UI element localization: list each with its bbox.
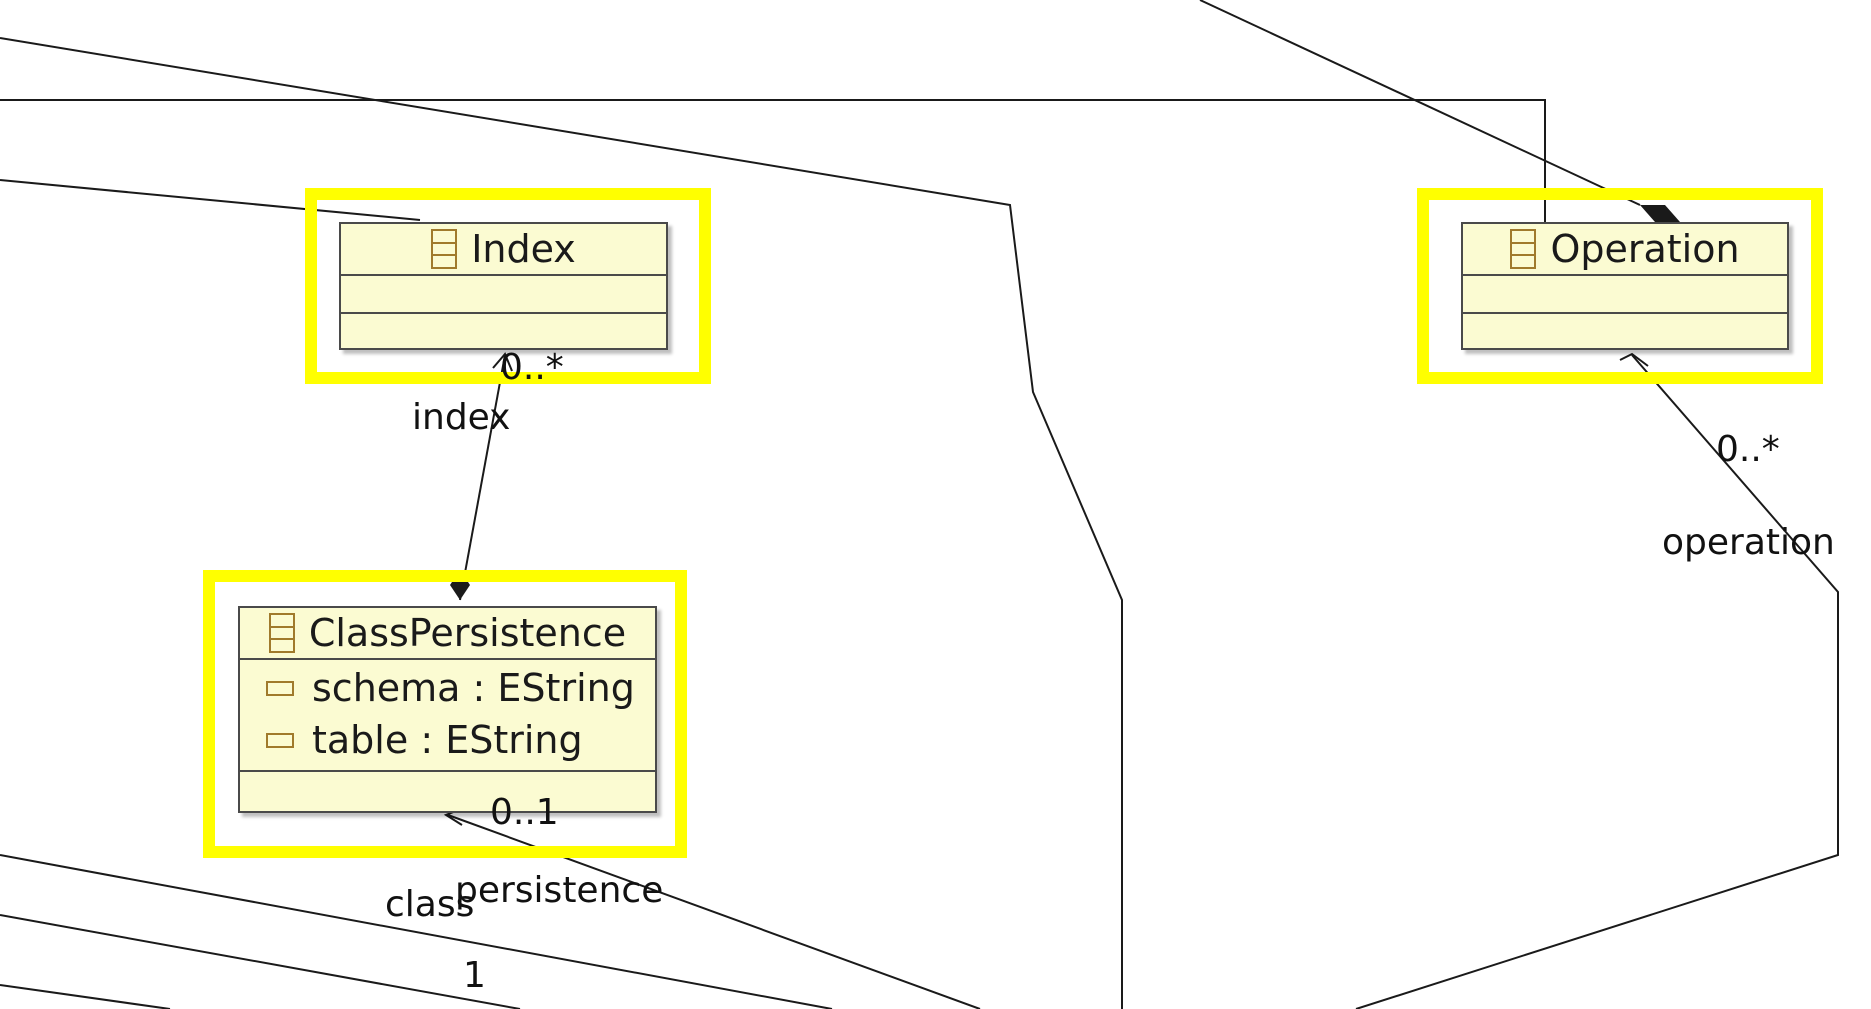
operation-class-name: Operation bbox=[1550, 227, 1740, 271]
class-multiplicity-label: 1 bbox=[463, 955, 486, 996]
association-line-d bbox=[0, 854, 833, 1009]
eattribute-icon bbox=[266, 680, 294, 696]
operation-role-label: operation bbox=[1662, 522, 1835, 563]
attribute-label: table : EString bbox=[312, 718, 583, 762]
classpersistence-attributes-compartment: schema : EString table : EString bbox=[240, 660, 655, 772]
association-line-b bbox=[0, 99, 1546, 222]
association-line-f bbox=[0, 984, 171, 1009]
operation-class-header: Operation bbox=[1463, 224, 1787, 276]
index-attributes-compartment bbox=[341, 276, 666, 314]
index-class-name: Index bbox=[471, 227, 576, 271]
operation-arrowhead bbox=[1619, 352, 1649, 367]
attribute-row-table[interactable]: table : EString bbox=[240, 714, 655, 766]
association-line-e bbox=[0, 914, 521, 1009]
association-line-c bbox=[0, 179, 421, 221]
operation-operations-compartment bbox=[1463, 314, 1787, 348]
persistence-role-label: persistence bbox=[455, 870, 664, 911]
eclass-icon bbox=[268, 613, 295, 653]
operation-class-node[interactable]: Operation bbox=[1461, 222, 1789, 350]
classpersistence-operations-compartment bbox=[240, 772, 655, 808]
eclass-icon bbox=[431, 229, 458, 269]
index-selection-highlight bbox=[305, 188, 711, 384]
operation-composition-marker bbox=[1640, 205, 1680, 222]
attribute-row-schema[interactable]: schema : EString bbox=[240, 662, 655, 714]
index-operations-compartment bbox=[341, 314, 666, 348]
operation-incoming-line bbox=[1199, 0, 1641, 206]
eattribute-icon bbox=[266, 732, 294, 748]
operation-attributes-compartment bbox=[1463, 276, 1787, 314]
association-line-a bbox=[0, 37, 1123, 1009]
classpersistence-class-node[interactable]: ClassPersistence schema : EString table … bbox=[238, 606, 657, 813]
classpersistence-class-header: ClassPersistence bbox=[240, 608, 655, 660]
operation-multiplicity-label: 0..* bbox=[1716, 429, 1780, 470]
class-role-label: class bbox=[385, 884, 475, 925]
classpersistence-class-name: ClassPersistence bbox=[308, 611, 627, 655]
index-role-label: index bbox=[412, 397, 511, 438]
classpersistence-selection-highlight bbox=[203, 570, 687, 858]
eclass-icon bbox=[1510, 229, 1537, 269]
index-arrowhead bbox=[492, 352, 513, 372]
index-multiplicity-label: 0..* bbox=[500, 347, 564, 388]
attribute-label: schema : EString bbox=[312, 666, 635, 710]
index-class-header: Index bbox=[341, 224, 666, 276]
operation-association-line bbox=[1355, 354, 1839, 1009]
operation-selection-highlight bbox=[1417, 188, 1823, 384]
index-class-node[interactable]: Index bbox=[339, 222, 668, 350]
index-association-line bbox=[459, 354, 506, 601]
persistence-multiplicity-label: 0..1 bbox=[490, 792, 559, 833]
